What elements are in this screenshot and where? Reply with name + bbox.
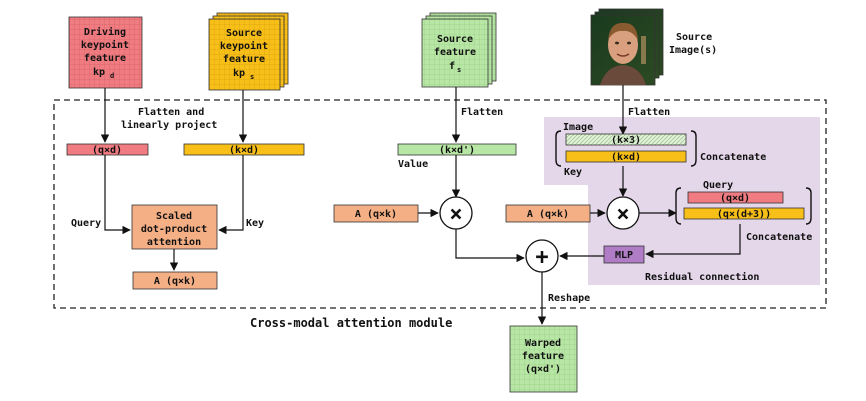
query-bar-right: (q×d) bbox=[687, 191, 784, 204]
svg-text:×: × bbox=[449, 202, 462, 227]
warped-feature-output: Warped feature (q×d') bbox=[509, 325, 578, 393]
svg-text:Image(s): Image(s) bbox=[669, 45, 717, 56]
source-keypoint-feature: Source keypoint feature kp s bbox=[208, 12, 289, 91]
driving-keypoint-feature: Driving keypoint feature kp d bbox=[68, 16, 143, 89]
svg-text:s: s bbox=[250, 73, 254, 81]
residual-label: Residual connection bbox=[645, 271, 759, 283]
svg-text:Scaled: Scaled bbox=[156, 211, 192, 222]
svg-text:keypoint: keypoint bbox=[220, 40, 268, 52]
svg-text:(k×d'): (k×d') bbox=[439, 145, 475, 156]
svg-text:MLP: MLP bbox=[615, 250, 633, 261]
svg-text:Warped: Warped bbox=[525, 338, 561, 349]
svg-text:feature: feature bbox=[434, 47, 476, 58]
svg-text:A (q×k): A (q×k) bbox=[154, 276, 196, 287]
module-title: Cross-modal attention module bbox=[250, 316, 452, 330]
svg-text:feature: feature bbox=[522, 351, 564, 362]
svg-text:feature: feature bbox=[223, 54, 265, 65]
arrow-mult-to-add bbox=[455, 229, 525, 263]
arrow-key-to-attention bbox=[218, 155, 244, 235]
svg-text:Source: Source bbox=[226, 28, 262, 39]
query-concat-bar: (q×(d+3)) bbox=[683, 207, 805, 220]
source-feature: Source feature f s bbox=[421, 12, 497, 88]
module-border bbox=[53, 99, 827, 309]
arrow-query-to-attention bbox=[104, 155, 131, 235]
svg-text:f: f bbox=[449, 61, 455, 72]
key-bar-left: (k×d) bbox=[183, 143, 305, 156]
image-label: Image bbox=[563, 122, 593, 133]
value-bar: (k×d') bbox=[397, 143, 517, 156]
query-right-label: Query bbox=[703, 180, 733, 191]
svg-text:feature: feature bbox=[84, 53, 126, 64]
arrow-concat-to-mlp bbox=[645, 224, 741, 259]
svg-text:Source: Source bbox=[676, 32, 712, 43]
attention-matrix-right: A (q×k) bbox=[505, 204, 591, 223]
attention-matrix-left: A (q×k) bbox=[132, 271, 218, 290]
query-label: Query bbox=[71, 218, 101, 229]
svg-text:attention: attention bbox=[147, 236, 201, 248]
key-right-label: Key bbox=[564, 167, 582, 178]
svg-text:(k×d): (k×d) bbox=[229, 145, 259, 156]
svg-text:(k×d): (k×d) bbox=[611, 152, 641, 163]
concatenate-top-label: Concatenate bbox=[700, 152, 766, 163]
svg-text:(k×3): (k×3) bbox=[611, 135, 641, 146]
svg-text:keypoint: keypoint bbox=[81, 39, 129, 51]
bracket-right-bottom bbox=[805, 187, 812, 225]
flatten-right-label: Flatten bbox=[628, 107, 670, 118]
face-photo-icon bbox=[600, 22, 646, 85]
svg-text:(q×(d+3)): (q×(d+3)) bbox=[717, 209, 771, 220]
svg-text:Driving: Driving bbox=[84, 26, 126, 38]
mlp-block: MLP bbox=[603, 245, 645, 264]
bracket-right-top bbox=[690, 130, 697, 167]
svg-text:linearly project: linearly project bbox=[121, 119, 217, 131]
value-label: Value bbox=[398, 159, 428, 170]
bracket-left-top bbox=[555, 130, 562, 167]
key-bar-right: (k×d) bbox=[565, 150, 687, 163]
svg-text:×: × bbox=[616, 202, 629, 227]
source-image: Source Image(s) bbox=[590, 8, 717, 86]
svg-text:kp: kp bbox=[233, 68, 245, 79]
svg-text:(q×d'): (q×d') bbox=[525, 364, 561, 375]
attention-matrix-mid: A (q×k) bbox=[333, 204, 419, 223]
svg-text:(q×d): (q×d) bbox=[720, 193, 750, 204]
svg-text:A (q×k): A (q×k) bbox=[527, 209, 569, 220]
svg-text:Source: Source bbox=[437, 34, 473, 45]
svg-text:+: + bbox=[535, 245, 548, 270]
multiply-op-right: × bbox=[606, 196, 640, 230]
svg-text:dot-product: dot-product bbox=[141, 224, 207, 235]
key-label: Key bbox=[246, 218, 264, 229]
flatten-mid-label: Flatten bbox=[461, 107, 503, 118]
svg-text:(q×d): (q×d) bbox=[92, 145, 122, 156]
svg-text:kp: kp bbox=[93, 67, 105, 78]
concatenate-bottom-label: Concatenate bbox=[746, 232, 812, 243]
svg-text:A (q×k): A (q×k) bbox=[355, 209, 397, 220]
add-op: + bbox=[525, 239, 559, 273]
multiply-op-mid: × bbox=[439, 196, 473, 230]
image-bar: (k×3) bbox=[565, 133, 687, 146]
svg-text:s: s bbox=[457, 66, 461, 74]
svg-text:d: d bbox=[110, 72, 114, 80]
flatten-project-label: Flatten and bbox=[138, 107, 204, 118]
query-bar-left: (q×d) bbox=[66, 143, 149, 156]
reshape-label: Reshape bbox=[548, 293, 590, 304]
scaled-attention-block: Scaled dot-product attention bbox=[131, 204, 218, 250]
bracket-left-bottom bbox=[675, 187, 682, 225]
